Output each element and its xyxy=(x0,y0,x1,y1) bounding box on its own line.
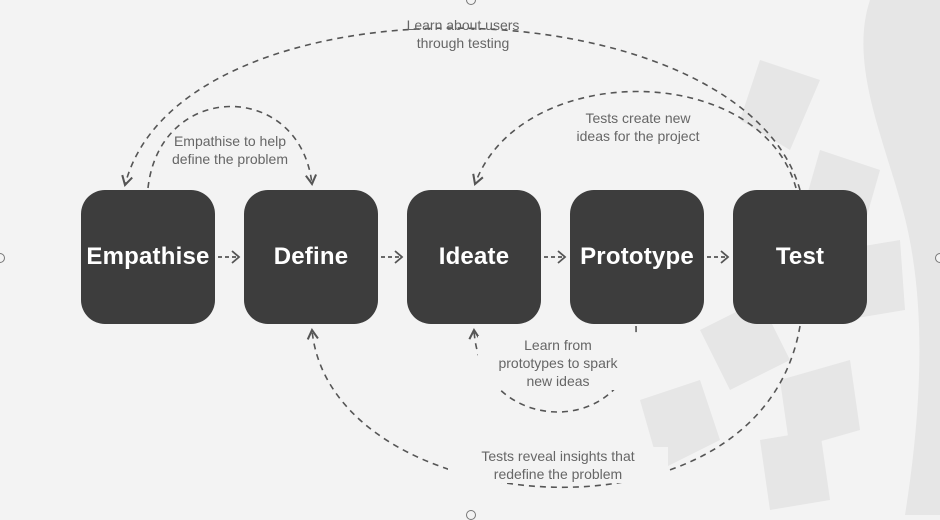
stage-prototype[interactable]: Prototype xyxy=(570,190,704,324)
note-test-ideate: Tests create new ideas for the project xyxy=(576,110,700,144)
loop-arc-users-testing xyxy=(121,27,801,191)
note-test-define: Tests reveal insights that redefine the … xyxy=(448,447,668,483)
loop-arc-test-define xyxy=(306,325,801,488)
note-users-testing: Learn about users through testing xyxy=(406,17,520,51)
flow-arrow-icon xyxy=(707,250,730,264)
bottom-resize-handle[interactable] xyxy=(466,510,476,520)
note-prototype-ideate: Learn from prototypes to spark new ideas xyxy=(478,336,638,390)
stage-empathise[interactable]: Empathise xyxy=(81,190,215,324)
flow-arrow-icon xyxy=(544,250,567,264)
stage-ideate[interactable]: Ideate xyxy=(407,190,541,324)
stage-label: Define xyxy=(273,243,349,270)
stage-label: Ideate xyxy=(438,243,510,270)
flow-arrow-icon xyxy=(381,250,404,264)
right-resize-handle[interactable] xyxy=(935,253,940,263)
stage-label: Prototype xyxy=(580,243,694,270)
stage-label: Empathise xyxy=(86,243,210,270)
flow-arrow-icon xyxy=(218,250,241,264)
stage-test[interactable]: Test xyxy=(733,190,867,324)
stage-define[interactable]: Define xyxy=(244,190,378,324)
note-empathise-define: Empathise to help define the problem xyxy=(172,133,288,167)
loop-arc-empathise-define xyxy=(147,105,317,189)
loop-arc-test-ideate xyxy=(472,90,797,189)
stage-label: Test xyxy=(775,243,825,270)
